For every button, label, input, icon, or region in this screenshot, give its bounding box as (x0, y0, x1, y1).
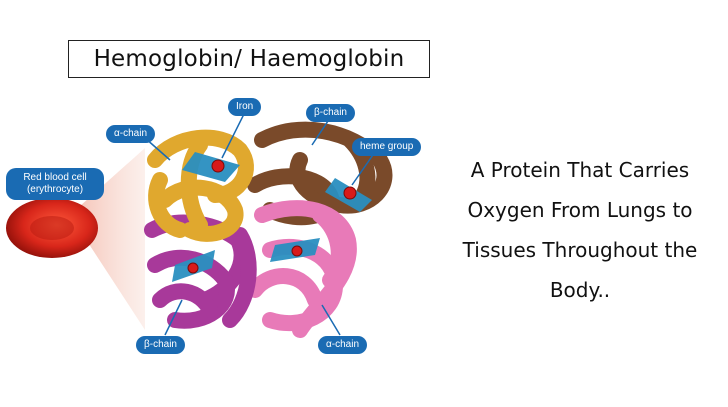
description: A Protein That Carries Oxygen From Lungs… (432, 150, 728, 310)
label-connectors (144, 111, 376, 336)
alpha-chain-bottom (247, 200, 357, 338)
description-line4: Body.. (549, 278, 611, 302)
description-line2: Oxygen From Lungs to (467, 198, 693, 222)
rbc-label-line1: Red blood cell (23, 172, 87, 183)
beta-chain-bottom-label: β-chain (136, 336, 185, 354)
alpha-chain-bottom-label: α-chain (318, 336, 368, 354)
alpha-chain-top-label: α-chain (106, 125, 156, 143)
description-line1: A Protein That Carries (470, 158, 690, 182)
page-title: Hemoglobin/ Haemoglobin (68, 40, 430, 78)
alpha-chain-top (147, 129, 254, 242)
description-line3: Tissues Throughout the (462, 238, 698, 262)
zoom-cone (70, 148, 145, 330)
iron-label: Iron (228, 98, 262, 116)
heme-group-label: heme group (352, 138, 422, 156)
red-blood-cell-label: Red blood cell (erythrocyte) (6, 168, 104, 200)
rbc-label-line2: (erythrocyte) (26, 184, 84, 195)
iron-atoms (187, 159, 357, 274)
beta-chain-top-label: β-chain (306, 104, 355, 122)
